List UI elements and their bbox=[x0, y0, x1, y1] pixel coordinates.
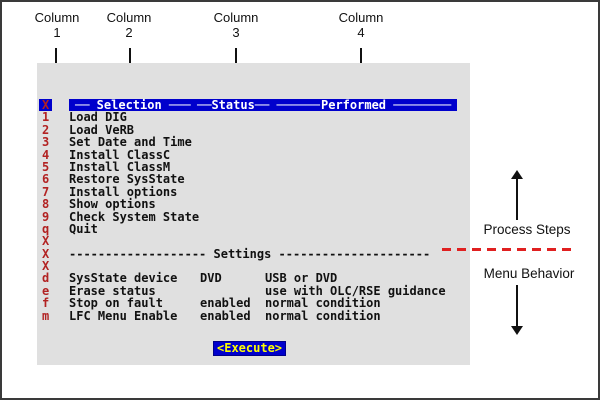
column-4-number: 4 bbox=[357, 25, 365, 40]
menu-label: Erase status bbox=[69, 283, 156, 298]
menu-label: Install ClassC bbox=[69, 147, 171, 162]
execute-button[interactable]: <Execute> bbox=[213, 341, 287, 356]
menu-status: DVD bbox=[200, 271, 222, 286]
menu-row-5[interactable]: 5 Install ClassM bbox=[37, 159, 470, 174]
column-3-number: 3 bbox=[232, 25, 240, 40]
red-dashed-divider bbox=[442, 248, 575, 251]
menu-performed: USB or DVD bbox=[265, 271, 338, 286]
menu-header-bar: ── Selection ─── ──Status── ────── Perfo… bbox=[69, 99, 457, 111]
menu-key: X bbox=[42, 234, 50, 249]
menu-row-blank: X bbox=[37, 234, 470, 249]
menu-row-quit[interactable]: q Quit bbox=[37, 221, 470, 236]
menu-behavior-label: Menu Behavior bbox=[483, 266, 575, 281]
menu-label: Install ClassM bbox=[69, 159, 171, 174]
column-3-label: Column 3 bbox=[191, 10, 281, 40]
menu-key: X bbox=[42, 246, 50, 261]
menu-key: 6 bbox=[42, 172, 50, 187]
menu-key: m bbox=[42, 308, 50, 323]
setting-row-sysstate-device[interactable]: d SysState device DVD USB or DVD bbox=[37, 271, 470, 286]
column-4-label-text: Column bbox=[338, 10, 384, 25]
menu-performed: normal condition bbox=[265, 308, 381, 323]
menu-label: Install options bbox=[69, 184, 178, 199]
menu-label: Stop on fault bbox=[69, 296, 163, 311]
menu-key: 1 bbox=[42, 110, 50, 125]
menu-row-3[interactable]: 3 Set Date and Time bbox=[37, 135, 470, 150]
menu-row-blank: X bbox=[37, 259, 470, 274]
menu-header-key: X bbox=[39, 99, 53, 111]
menu-label: SysState device bbox=[69, 271, 178, 286]
console-screen: X ── Selection ─── ──Status── ────── Per… bbox=[37, 63, 470, 365]
menu-label: Load DIG bbox=[69, 110, 127, 125]
menu-row-2[interactable]: 2 Load VeRB bbox=[37, 122, 470, 137]
menu-performed: use with OLC/RSE guidance bbox=[265, 283, 446, 298]
console-rows: X ── Selection ─── ──Status── ────── Per… bbox=[37, 99, 470, 322]
menu-key: 8 bbox=[42, 197, 50, 212]
column-2-number: 2 bbox=[125, 25, 133, 40]
menu-key: 5 bbox=[42, 159, 50, 174]
menu-key: d bbox=[42, 271, 50, 286]
settings-divider-row: X ------------------- Settings ---------… bbox=[37, 246, 470, 261]
header-performed-label: Performed ──────── bbox=[321, 98, 452, 112]
header-status-label: ──Status── ────── bbox=[197, 98, 320, 112]
settings-divider-label: ------------------- Settings -----------… bbox=[69, 246, 431, 261]
menu-row-7[interactable]: 7 Install options bbox=[37, 184, 470, 199]
column-2-label-text: Column bbox=[106, 10, 152, 25]
menu-label: Load VeRB bbox=[69, 122, 135, 137]
menu-row-6[interactable]: 6 Restore SysState bbox=[37, 172, 470, 187]
menu-key: 4 bbox=[42, 147, 50, 162]
setting-row-erase-status[interactable]: e Erase status use with OLC/RSE guidance bbox=[37, 283, 470, 298]
menu-row-8[interactable]: 8 Show options bbox=[37, 197, 470, 212]
column-2-label: Column 2 bbox=[84, 10, 174, 40]
setting-row-stop-on-fault[interactable]: f Stop on fault enabled normal condition bbox=[37, 296, 470, 311]
column-4-label: Column 4 bbox=[316, 10, 406, 40]
setting-row-lfc-menu-enable[interactable]: m LFC Menu Enable enabled normal conditi… bbox=[37, 308, 470, 323]
menu-key: 3 bbox=[42, 135, 50, 150]
column-1-label: Column 1 bbox=[12, 10, 102, 40]
column-3-label-text: Column bbox=[213, 10, 259, 25]
menu-key: q bbox=[42, 221, 50, 236]
process-steps-up-arrow-icon bbox=[511, 170, 523, 220]
menu-row-9[interactable]: 9 Check System State bbox=[37, 209, 470, 224]
menu-status: enabled bbox=[200, 296, 251, 311]
menu-performed: normal condition bbox=[265, 296, 381, 311]
menu-key: f bbox=[42, 296, 50, 311]
menu-status: enabled bbox=[200, 308, 251, 323]
menu-label: Restore SysState bbox=[69, 172, 185, 187]
menu-label: Show options bbox=[69, 197, 156, 212]
menu-label: Set Date and Time bbox=[69, 135, 192, 150]
menu-label: Quit bbox=[69, 221, 98, 236]
menu-key: 9 bbox=[42, 209, 50, 224]
menu-key: 7 bbox=[42, 184, 50, 199]
column-1-label-text: Column bbox=[34, 10, 80, 25]
process-steps-label: Process Steps bbox=[483, 222, 571, 237]
menu-row-4[interactable]: 4 Install ClassC bbox=[37, 147, 470, 162]
menu-key: X bbox=[42, 259, 50, 274]
menu-label: LFC Menu Enable bbox=[69, 308, 178, 323]
menu-row-1[interactable]: 1 Load DIG bbox=[37, 110, 470, 125]
header-selection-label: ── Selection ─── bbox=[75, 98, 191, 112]
menu-header-row: X ── Selection ─── ──Status── ────── Per… bbox=[37, 99, 470, 111]
column-1-number: 1 bbox=[53, 25, 61, 40]
menu-label: Check System State bbox=[69, 209, 200, 224]
menu-behavior-down-arrow-icon bbox=[511, 285, 523, 335]
menu-key: 2 bbox=[42, 122, 50, 137]
menu-key: e bbox=[42, 283, 50, 298]
